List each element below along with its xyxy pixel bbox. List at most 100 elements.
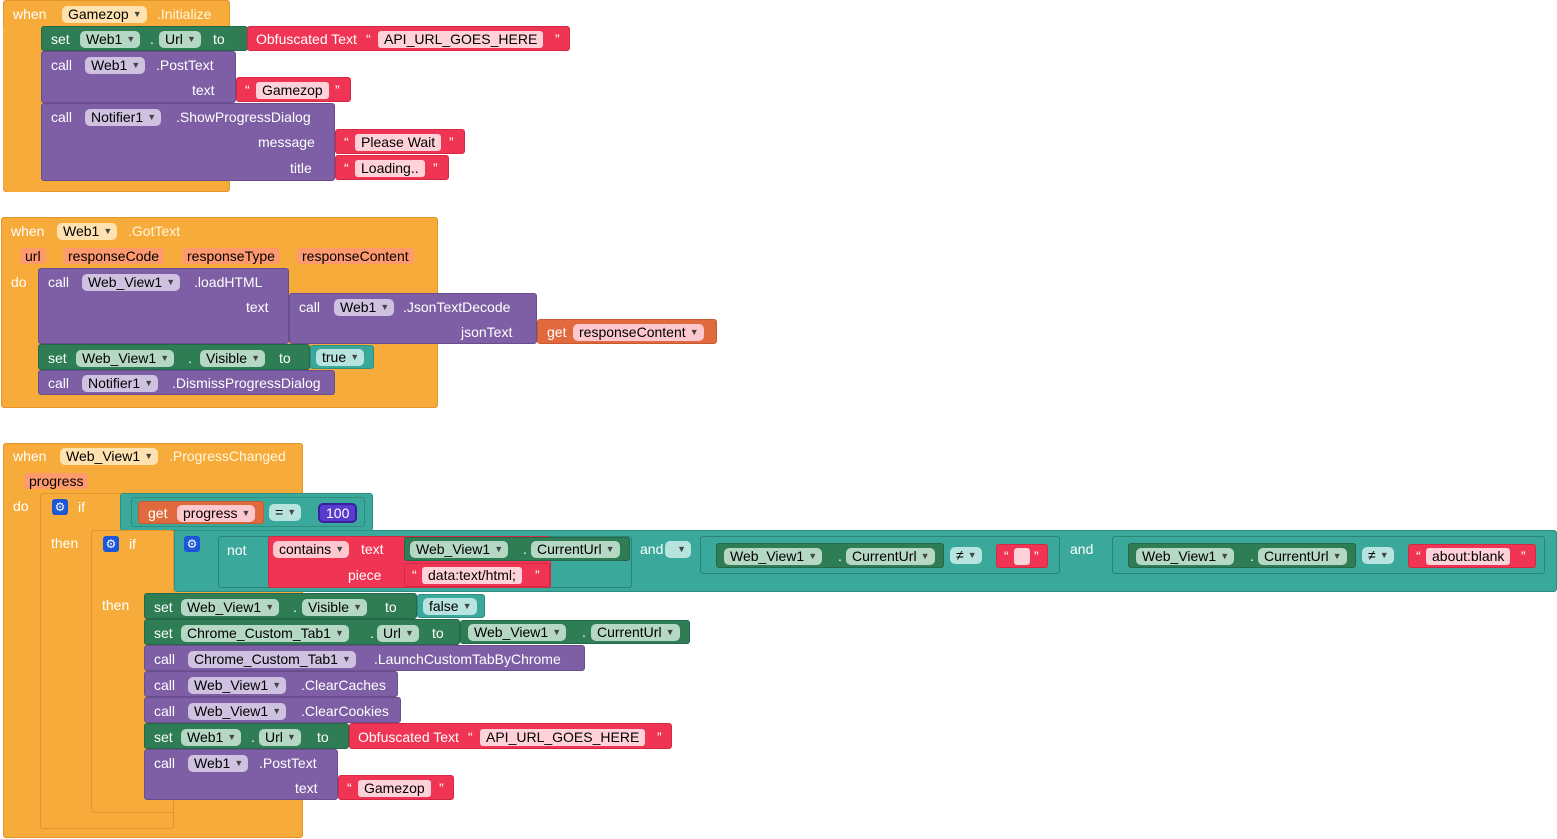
gear-icon[interactable]: ⚙ <box>184 536 200 552</box>
obfuscated-text-block-2[interactable]: Obfuscated Text “ API_URL_GOES_HERE ” <box>349 723 672 749</box>
empty-string-block[interactable]: “ ” <box>996 544 1048 568</box>
text-string-block[interactable]: “ Gamezop ” <box>236 77 351 102</box>
component-dropdown[interactable]: Notifier1▼ <box>85 109 162 126</box>
title-string-block[interactable]: “ Loading.. ” <box>335 155 449 180</box>
piece-socket-label: piece <box>348 567 382 583</box>
gear-icon[interactable]: ⚙ <box>52 499 68 515</box>
set-customtab-url-block[interactable]: set Chrome_Custom_Tab1▼ . Url▼ to <box>144 619 460 645</box>
if-keyword: if <box>78 499 85 515</box>
call-keyword: call <box>154 651 176 667</box>
component-dropdown[interactable]: Notifier1▼ <box>82 375 159 392</box>
component-dropdown[interactable]: Web1▼ <box>85 57 146 74</box>
component-dropdown[interactable]: Web_View1▼ <box>181 599 280 616</box>
component-dropdown[interactable]: Web1▼ <box>80 31 141 48</box>
call-notifier-dismiss-block[interactable]: call Notifier1▼ .DismissProgressDialog <box>38 370 335 395</box>
component-dropdown[interactable]: Web1▼ <box>188 755 249 772</box>
call-web1-posttext-block-2[interactable]: call Web1▼ .PostText text <box>144 749 338 800</box>
set-webview-visible-false-block[interactable]: set Web_View1▼ . Visible▼ to <box>144 593 417 619</box>
string-value[interactable]: Please Wait <box>355 134 442 151</box>
and-dropdown[interactable]: ▼ <box>665 541 691 558</box>
obfuscated-text-block[interactable]: Obfuscated Text “ API_URL_GOES_HERE ” <box>247 26 570 51</box>
get-webview-currenturl-block-2[interactable]: Web_View1▼ . CurrentUrl▼ <box>716 543 944 568</box>
component-dropdown[interactable]: Web_View1▼ <box>76 350 175 367</box>
property-dropdown[interactable]: Visible▼ <box>302 599 367 616</box>
string-value[interactable]: Gamezop <box>256 82 329 99</box>
obfuscated-value[interactable]: API_URL_GOES_HERE <box>378 31 544 48</box>
component-dropdown[interactable]: Web1▼ <box>181 729 242 746</box>
gear-icon[interactable]: ⚙ <box>103 536 119 552</box>
property-dropdown[interactable]: CurrentUrl▼ <box>846 548 935 565</box>
compare-equals-block[interactable]: get progress▼ =▼ 100 <box>131 497 365 527</box>
event-param-url[interactable]: url <box>20 248 46 264</box>
property-dropdown[interactable]: CurrentUrl▼ <box>1258 548 1347 565</box>
component-dropdown[interactable]: Web_View1▼ <box>60 448 159 465</box>
call-webview-clearcaches-block[interactable]: call Web_View1▼ .ClearCaches <box>144 671 398 697</box>
set-web1-url-block[interactable]: set Web1▼ . Url▼ to <box>41 26 248 51</box>
close-quote: ” <box>335 82 340 98</box>
component-dropdown[interactable]: Web_View1▼ <box>188 677 287 694</box>
set-webview-visible-block[interactable]: set Web_View1▼ . Visible▼ to <box>38 344 310 370</box>
event-param-responsecode[interactable]: responseCode <box>63 248 165 264</box>
get-progress-block[interactable]: get progress▼ <box>138 501 264 524</box>
call-customtab-launch-block[interactable]: call Chrome_Custom_Tab1▼ .LaunchCustomTa… <box>144 645 585 671</box>
obfuscated-value[interactable]: API_URL_GOES_HERE <box>480 729 646 746</box>
open-quote: “ <box>412 567 417 583</box>
call-web1-posttext-block[interactable]: call Web1▼ .PostText text <box>41 51 236 103</box>
component-dropdown[interactable]: Web_View1▼ <box>724 548 823 565</box>
variable-dropdown[interactable]: responseContent▼ <box>573 324 704 341</box>
string-value[interactable]: about:blank <box>1426 548 1511 565</box>
operator-dropdown[interactable]: =▼ <box>269 504 302 521</box>
component-dropdown[interactable]: Web_View1▼ <box>188 703 287 720</box>
open-quote: “ <box>245 82 250 98</box>
get-webview-currenturl-block-4[interactable]: Web_View1▼ . CurrentUrl▼ <box>460 620 690 644</box>
compare-not-empty-block[interactable]: Web_View1▼ . CurrentUrl▼ ≠▼ “ ” <box>700 536 1060 574</box>
compare-not-blank-block[interactable]: Web_View1▼ . CurrentUrl▼ ≠▼ “ about:blan… <box>1112 536 1545 574</box>
property-dropdown[interactable]: Visible▼ <box>200 350 265 367</box>
property-dropdown[interactable]: Url▼ <box>377 625 419 642</box>
event-param-progress[interactable]: progress <box>24 473 89 489</box>
component-dropdown[interactable]: Web1▼ <box>334 299 395 316</box>
component-dropdown[interactable]: Web_View1▼ <box>1136 548 1235 565</box>
and-keyword-1: and <box>640 541 664 557</box>
boolean-false-block[interactable]: false▼ <box>417 594 485 618</box>
dropdown-arrow-icon: ▼ <box>1220 551 1230 561</box>
call-webview-loadhtml-block[interactable]: call Web_View1▼ .loadHTML text <box>38 268 289 344</box>
boolean-dropdown[interactable]: true▼ <box>316 349 365 366</box>
about-blank-string-block[interactable]: “ about:blank ” <box>1408 544 1536 568</box>
message-string-block[interactable]: “ Please Wait ” <box>335 129 465 154</box>
boolean-true-block[interactable]: true▼ <box>310 345 374 369</box>
get-webview-currenturl-block-3[interactable]: Web_View1▼ . CurrentUrl▼ <box>1128 543 1356 568</box>
string-value[interactable] <box>1014 548 1030 565</box>
call-notifier-show-progress-block[interactable]: call Notifier1▼ .ShowProgressDialog mess… <box>41 103 335 181</box>
component-dropdown[interactable]: Chrome_Custom_Tab1▼ <box>181 625 349 642</box>
event-param-responsecontent[interactable]: responseContent <box>297 248 414 264</box>
operator-dropdown[interactable]: ≠▼ <box>950 547 982 564</box>
event-param-responsetype[interactable]: responseType <box>182 248 280 264</box>
operator-dropdown[interactable]: ≠▼ <box>1362 547 1394 564</box>
string-value[interactable]: data:text/html; <box>422 567 522 584</box>
set-web1-url-block-2[interactable]: set Web1▼ . Url▼ to <box>144 723 349 749</box>
number-block[interactable]: 100 <box>318 503 358 523</box>
component-dropdown[interactable]: Web1▼ <box>57 223 118 240</box>
component-dropdown[interactable]: Web_View1▼ <box>468 624 567 641</box>
property-dropdown[interactable]: Url▼ <box>159 31 201 48</box>
call-webview-clearcookies-block[interactable]: call Web_View1▼ .ClearCookies <box>144 697 401 723</box>
string-value[interactable]: Loading.. <box>355 160 425 177</box>
get-webview-currenturl-block-1[interactable]: Web_View1▼ . CurrentUrl▼ <box>404 537 630 561</box>
variable-dropdown[interactable]: progress▼ <box>177 505 256 522</box>
component-dropdown[interactable]: Gamezop▼ <box>62 6 147 23</box>
property-dropdown[interactable]: Url▼ <box>259 729 301 746</box>
component-dropdown[interactable]: Web_View1▼ <box>82 274 181 291</box>
call-web1-jsontextdecode-block[interactable]: call Web1▼ .JsonTextDecode jsonText <box>289 293 537 344</box>
string-value[interactable]: Gamezop <box>358 780 431 797</box>
text-string-block-2[interactable]: “ Gamezop ” <box>338 775 454 800</box>
get-responsecontent-block[interactable]: get responseContent▼ <box>537 319 717 344</box>
event-name: .Initialize <box>157 6 212 22</box>
property-dropdown[interactable]: CurrentUrl▼ <box>531 541 620 558</box>
boolean-dropdown[interactable]: false▼ <box>423 598 477 615</box>
piece-string-block[interactable]: “ data:text/html; ” <box>404 563 550 587</box>
contains-dropdown[interactable]: contains▼ <box>273 541 350 558</box>
component-dropdown[interactable]: Web_View1▼ <box>410 541 509 558</box>
component-dropdown[interactable]: Chrome_Custom_Tab1▼ <box>188 651 356 668</box>
property-dropdown[interactable]: CurrentUrl▼ <box>591 624 680 641</box>
